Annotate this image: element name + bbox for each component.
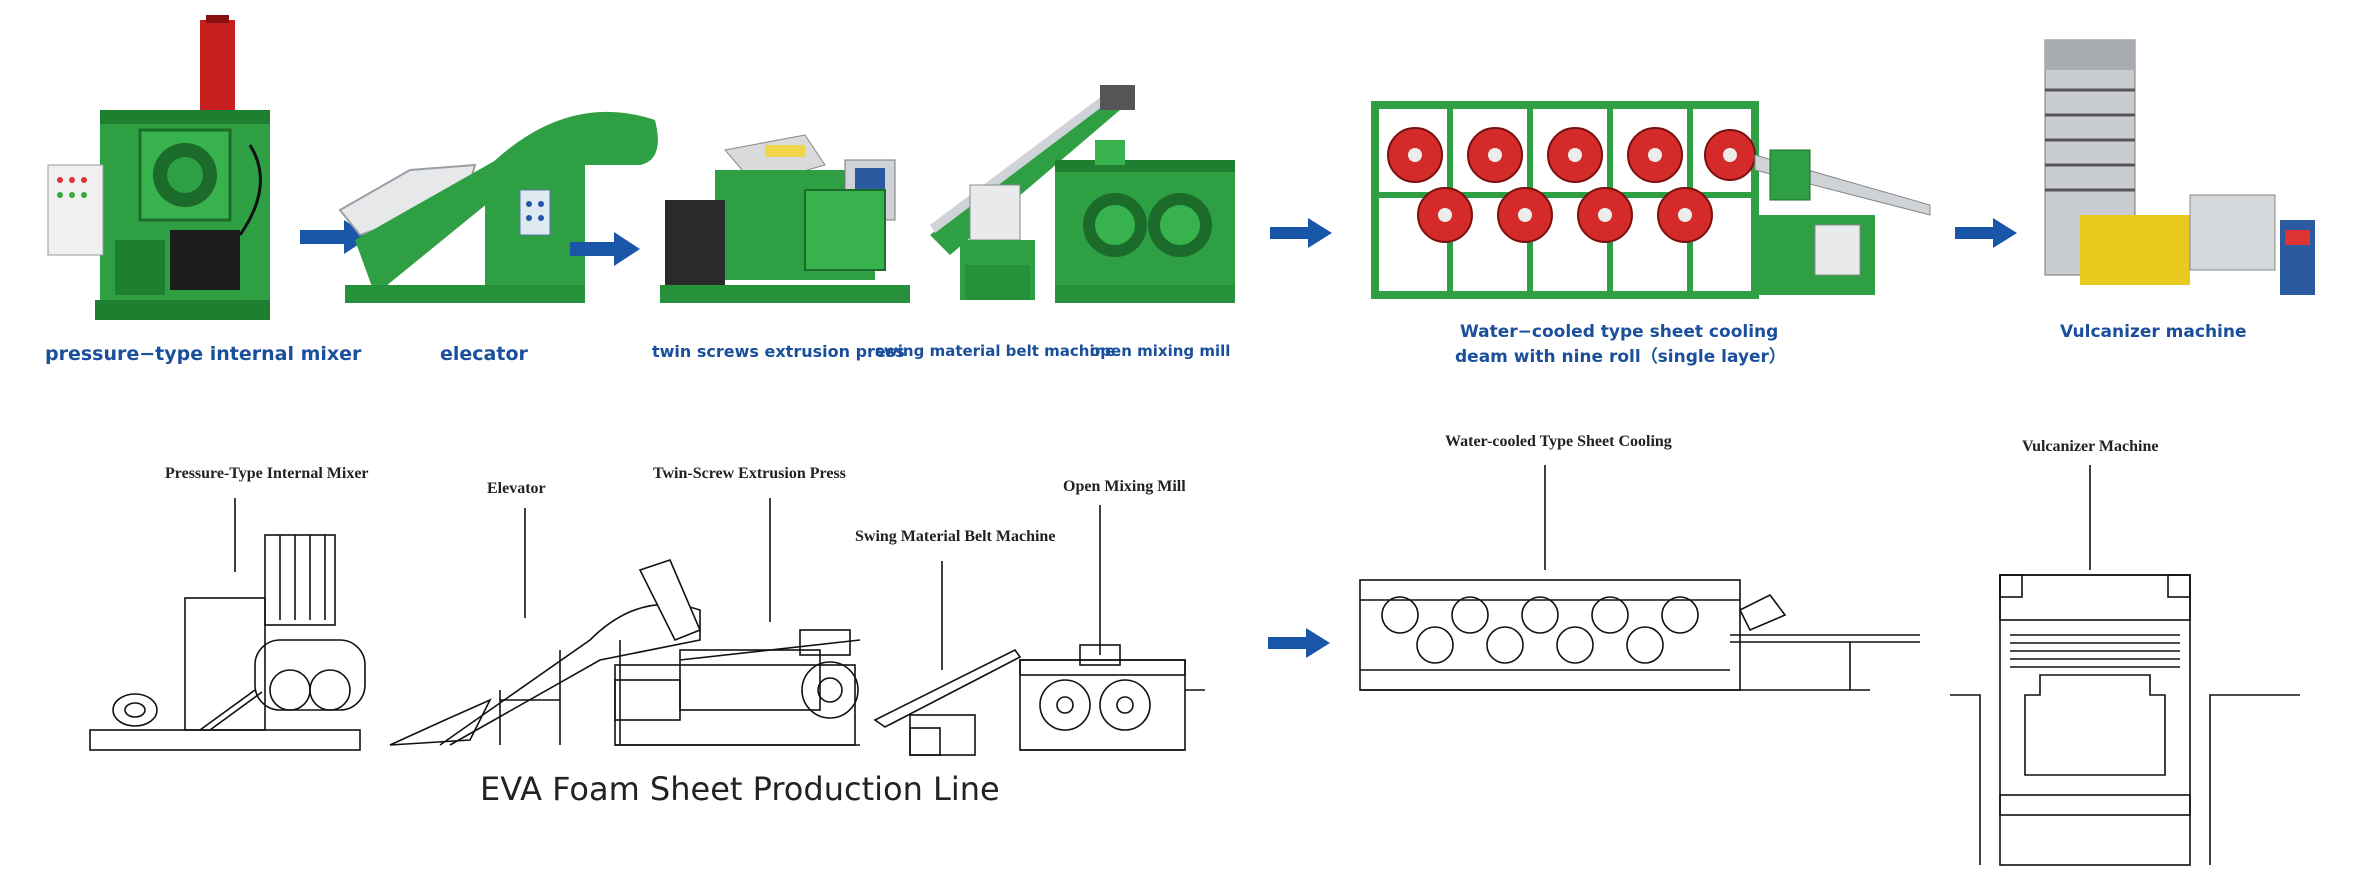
- open-mixing-mill-photo: [1055, 140, 1235, 303]
- vulcanizer-drawing: [1950, 465, 2300, 866]
- sheet-cooling-drawing: [1359, 465, 1920, 691]
- flow-arrow-icon: [1270, 218, 1332, 248]
- caption-sheet-cooling-line1: Water−cooled type sheet cooling: [1460, 322, 1779, 342]
- internal-mixer-machine-photo: [47, 15, 270, 320]
- flow-arrow-icon: [1268, 628, 1330, 658]
- label-internal-mixer: Pressure-Type Internal Mixer: [165, 465, 369, 482]
- caption-internal-mixer: pressure−type internal mixer: [45, 343, 362, 365]
- flow-arrow-icon: [300, 220, 370, 254]
- production-line-title: EVA Foam Sheet Production Line: [480, 770, 1000, 808]
- flow-arrow-icon: [570, 232, 640, 266]
- vulcanizer-machine-photo: [2044, 39, 2315, 295]
- label-extrusion-press: Twin-Screw Extrusion Press: [653, 465, 846, 482]
- elevator-machine-photo: [338, 111, 658, 303]
- label-swing-belt: Swing Material Belt Machine: [855, 528, 1056, 545]
- label-open-mill: Open Mixing Mill: [1063, 478, 1186, 495]
- caption-extrusion-press: twin screws extrusion press: [652, 342, 905, 361]
- caption-swing-belt: swing material belt machine: [875, 342, 1116, 360]
- extrusion-press-machine-photo: [660, 134, 910, 303]
- swing-belt-machine-photo: [930, 85, 1135, 300]
- label-elevator: Elevator: [487, 480, 546, 497]
- label-vulcanizer: Vulcanizer Machine: [2022, 438, 2159, 455]
- caption-elevator: elecator: [440, 343, 528, 365]
- sheet-cooling-machine-photo: [1371, 101, 1931, 299]
- caption-vulcanizer: Vulcanizer machine: [2060, 322, 2247, 342]
- flow-arrow-icon: [1955, 218, 2017, 248]
- production-line-drawing-left: [89, 498, 1205, 756]
- caption-open-mill: open mixing mill: [1090, 342, 1231, 360]
- label-sheet-cooling: Water-cooled Type Sheet Cooling: [1445, 433, 1672, 450]
- caption-sheet-cooling-line2: deam with nine roll（single layer）: [1455, 347, 1786, 367]
